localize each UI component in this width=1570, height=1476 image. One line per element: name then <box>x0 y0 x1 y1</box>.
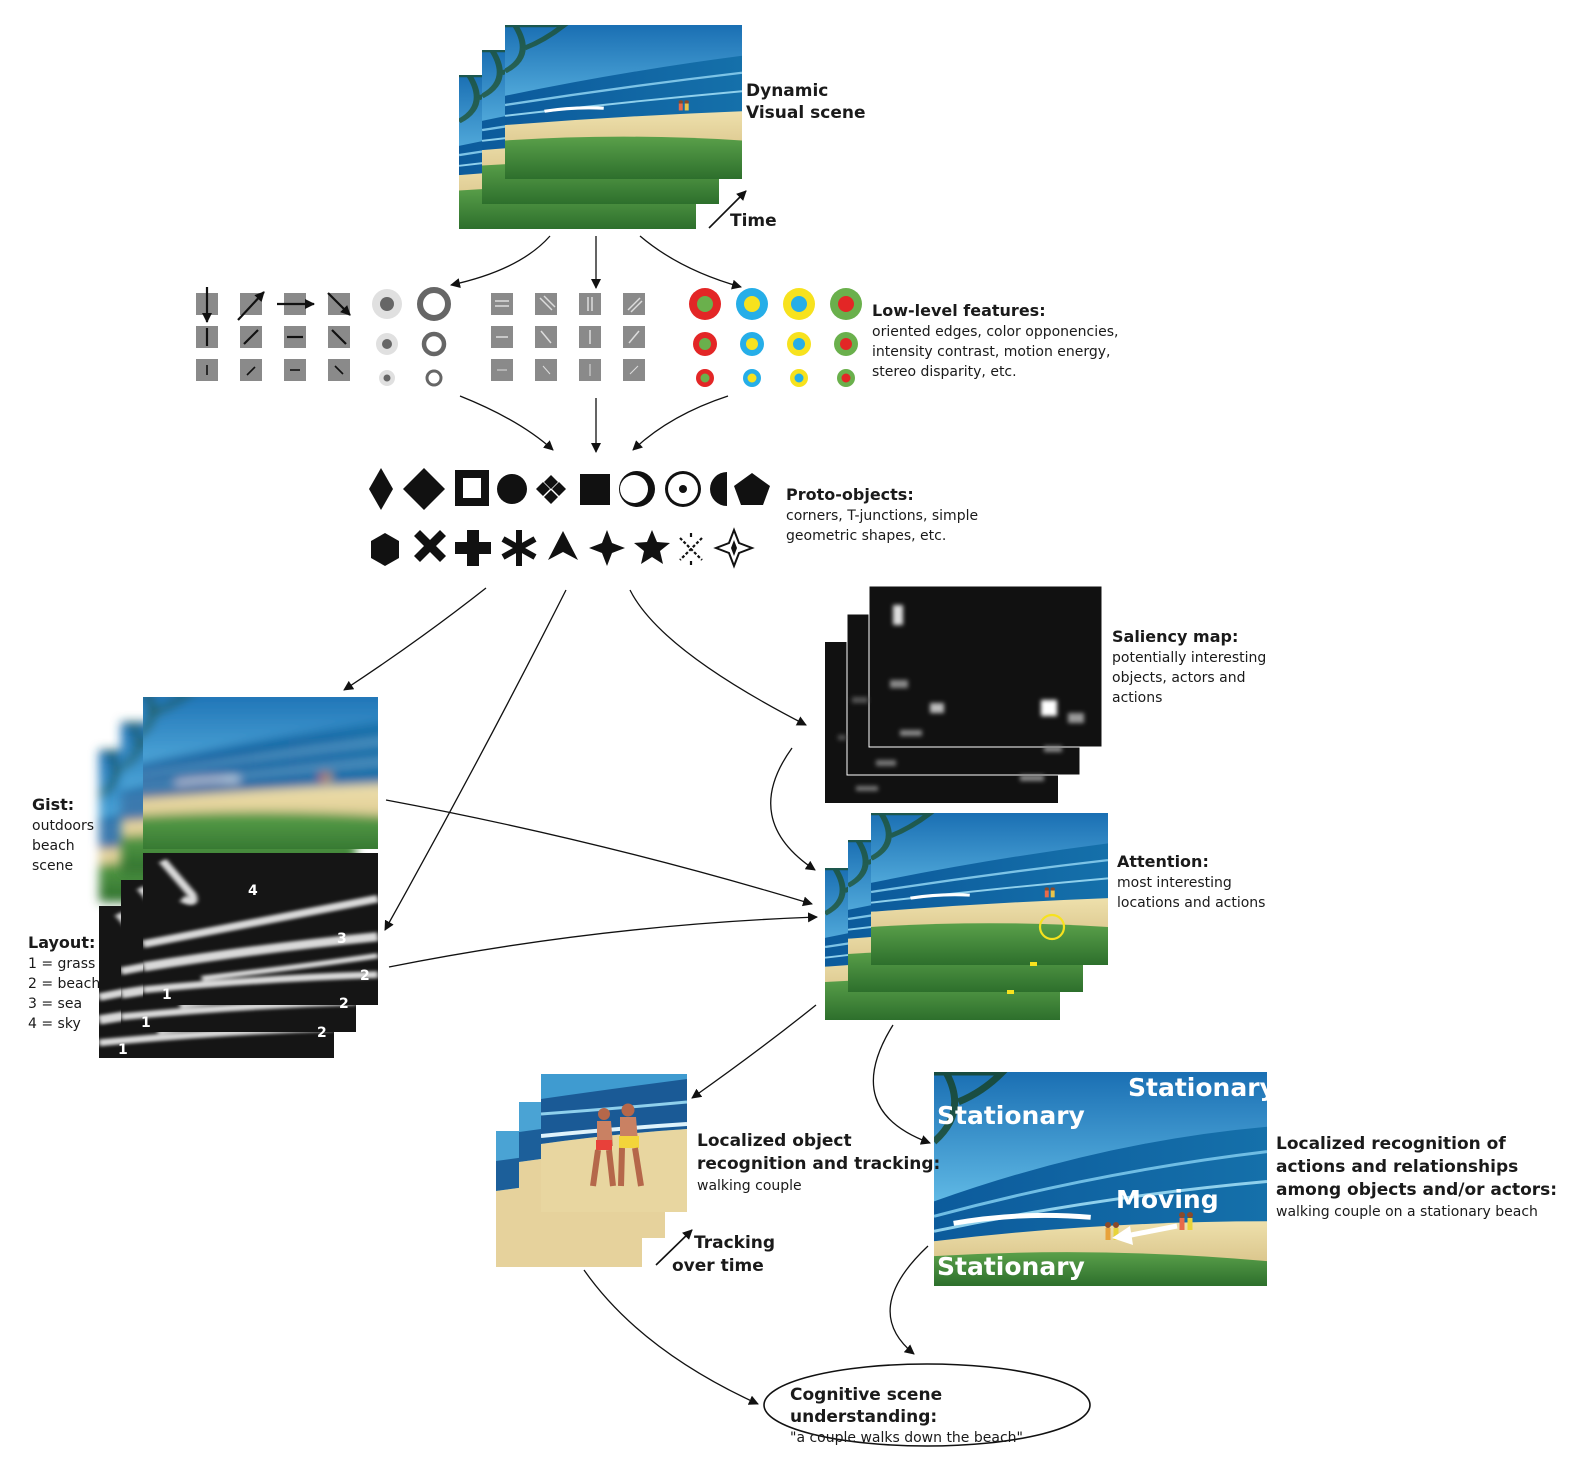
localized-object-stack <box>496 1074 687 1267</box>
cross-icon <box>414 530 446 562</box>
scene-frame-1 <box>505 25 742 179</box>
layout-number-1: 1 <box>141 1015 151 1031</box>
four-point-star-icon <box>589 530 625 566</box>
arrow-icon <box>388 912 818 968</box>
low-level-features-label: Low-level features: oriented edges, colo… <box>872 301 1119 380</box>
saliency-map-stack <box>825 585 1103 803</box>
plus-icon <box>455 530 491 566</box>
proto-object-shapes <box>369 468 770 569</box>
square-icon <box>580 474 610 505</box>
proto-title: Proto-objects: <box>786 485 914 504</box>
cognitive-title: Cognitive scene understanding: <box>790 1385 943 1427</box>
target-icon <box>665 471 701 507</box>
diamond-icon <box>403 468 445 510</box>
attention-title: Attention: <box>1117 852 1209 871</box>
dynamic-scene-label: Dynamic Visual scene <box>746 80 865 124</box>
cognitive-ellipse <box>763 1363 1091 1447</box>
arrow-icon <box>691 1004 817 1099</box>
half-circle-icon <box>710 472 727 506</box>
time-label: Time <box>730 211 777 231</box>
motion-filters <box>491 293 645 381</box>
localized-actions-label: Localized recognition of actions and rel… <box>1276 1134 1558 1220</box>
layout-number-2: 2 <box>360 968 370 984</box>
cognitive-label: Cognitive scene understanding: "a couple… <box>764 1384 1090 1448</box>
dotted-cross-icon <box>679 533 703 565</box>
arrow-icon <box>639 235 742 290</box>
arrow-icon <box>343 587 487 691</box>
stationary-top-label: Stationary <box>1128 1073 1276 1102</box>
time-arrow-icon <box>708 190 747 229</box>
layout-number-1: 1 <box>162 987 172 1003</box>
arrow-icon <box>629 589 807 726</box>
layout-number-2: 2 <box>339 996 349 1012</box>
motion-arrow-icon <box>1112 1226 1133 1245</box>
couple-icon <box>541 1074 687 1212</box>
dynamic-scene-title-line2: Visual scene <box>746 103 866 123</box>
localized-actions-scene: Stationary Stationary Moving Stationary <box>934 1072 1276 1286</box>
saliency-map-label: Saliency map: potentially interesting ob… <box>1112 627 1267 706</box>
proto-objects-label: Proto-objects: corners, T-junctions, sim… <box>786 485 979 544</box>
arrow-icon <box>385 799 813 907</box>
stationary-left-label: Stationary <box>937 1101 1085 1130</box>
cognitive-quote: "a couple walks down the beach" <box>790 1430 1023 1446</box>
asterisk-icon <box>501 530 537 566</box>
layout-number-1: 1 <box>118 1042 128 1058</box>
localized-object-label: Localized object recognition and trackin… <box>697 1131 941 1194</box>
dynamic-scene-stack <box>459 25 742 229</box>
arrowhead-icon <box>548 531 578 560</box>
layout-number-3: 3 <box>337 931 347 947</box>
layout-number-4: 4 <box>248 883 258 899</box>
attention-circle-icon <box>1038 913 1066 941</box>
tracking-label: Tracking over time <box>672 1233 776 1276</box>
gist-title: Gist: <box>32 795 75 814</box>
compass-star-icon <box>713 527 755 569</box>
arrow-icon <box>384 589 567 931</box>
four-diamond-icon <box>536 475 566 504</box>
gist-label: Gist: outdoors beach scene <box>32 795 94 874</box>
arrow-icon <box>632 395 729 451</box>
arrow-icon <box>770 747 816 871</box>
arrow-icon <box>889 1245 929 1355</box>
attention-stack <box>825 813 1108 1020</box>
crescent-outline-icon <box>619 471 655 507</box>
arrow-icon <box>459 395 554 451</box>
arrow-icon <box>583 1269 759 1405</box>
tracking-arrow-icon <box>655 1229 693 1266</box>
low-level-title: Low-level features: <box>872 301 1046 320</box>
color-opponency-filters <box>689 288 862 387</box>
layout-stack: 4 3 2 1 2 1 2 1 <box>99 853 378 1058</box>
hexagon-icon <box>371 533 399 566</box>
intensity-contrast-filters <box>372 287 451 387</box>
saliency-title: Saliency map: <box>1112 627 1239 646</box>
orientation-filters <box>196 287 351 381</box>
pentagon-icon <box>734 473 770 505</box>
arrow-icon <box>450 235 551 288</box>
layout-label: Layout: 1 = grass 2 = beach 3 = sea 4 = … <box>28 933 101 1032</box>
moving-label: Moving <box>1116 1185 1219 1214</box>
layout-number-2: 2 <box>317 1025 327 1041</box>
dynamic-scene-title-line1: Dynamic <box>746 81 829 101</box>
star-icon <box>634 530 670 564</box>
attention-label: Attention: most interesting locations an… <box>1117 852 1266 911</box>
diamond-icon <box>369 468 393 510</box>
stationary-bottom-label: Stationary <box>937 1252 1085 1281</box>
circle-icon <box>497 474 527 504</box>
layout-title: Layout: <box>28 933 96 952</box>
arrow-icon <box>872 1024 931 1145</box>
